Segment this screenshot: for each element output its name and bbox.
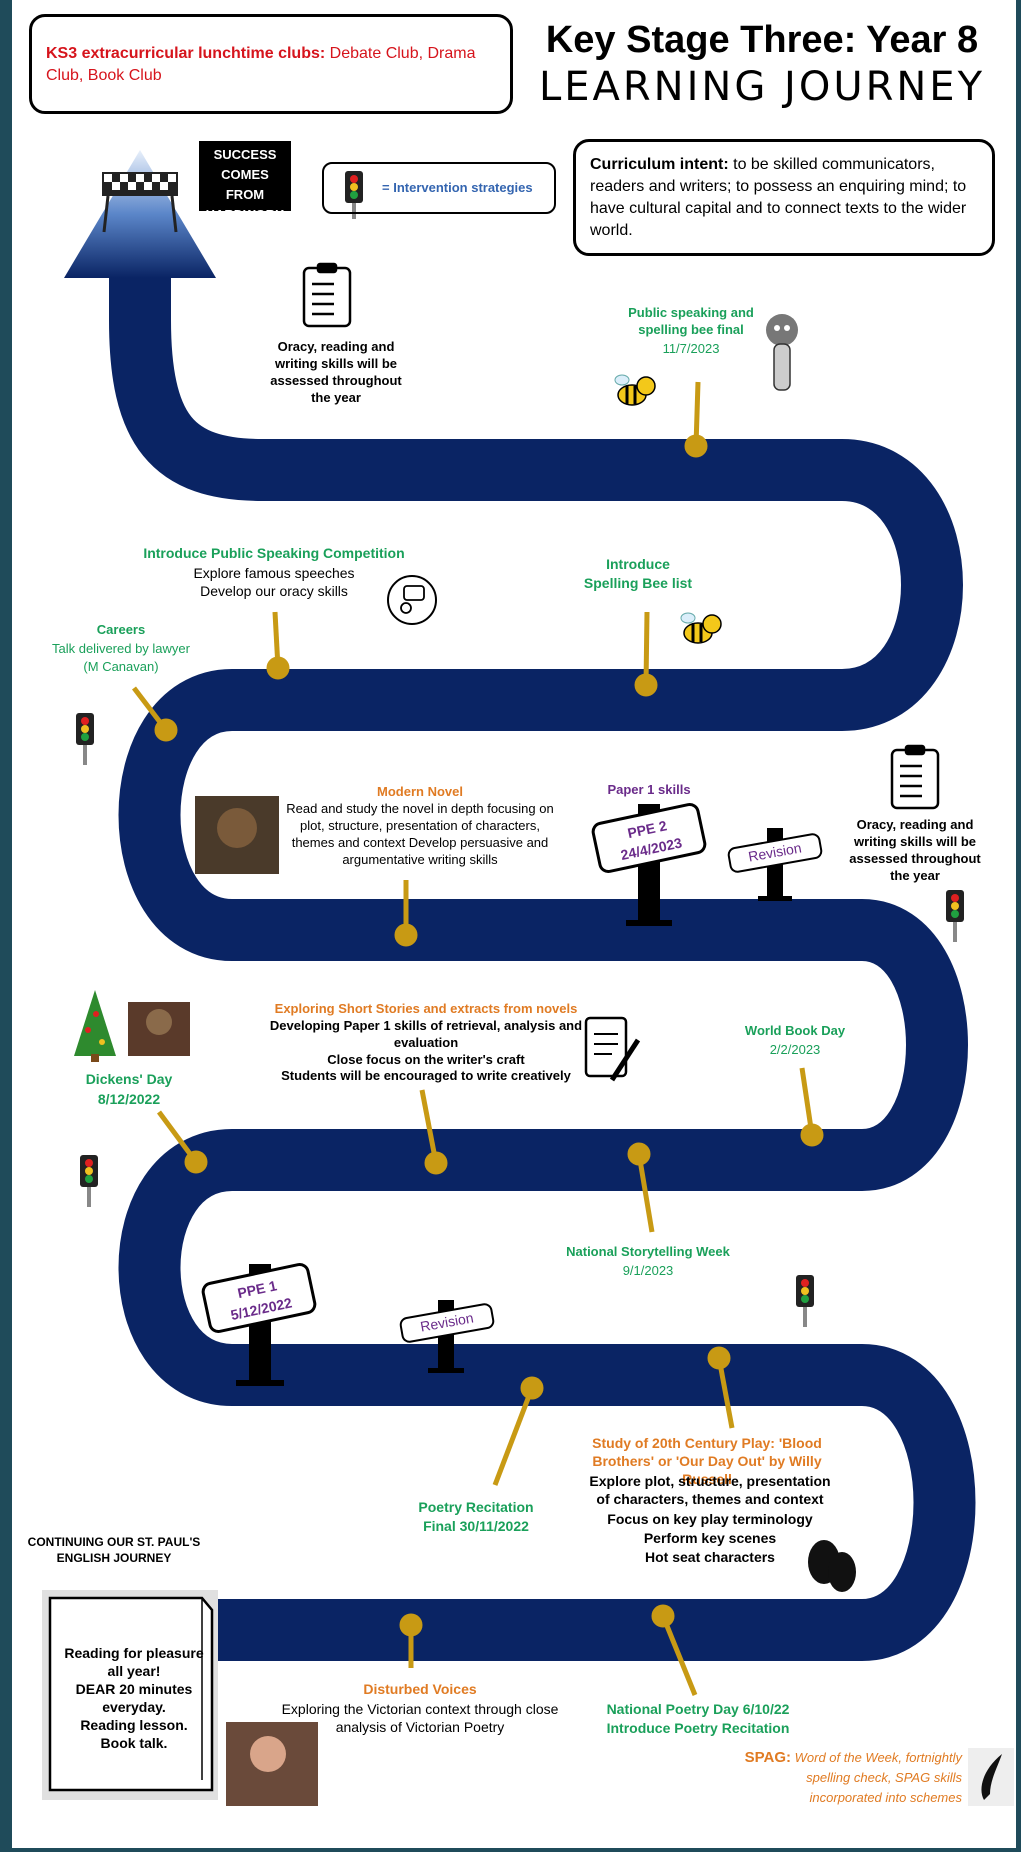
intent-text: to be skilled communicators, readers and… [590,156,967,239]
intent-label: Curriculum intent: [590,156,729,173]
disturbed-voices-text: Exploring the Victorian context through … [281,1701,559,1735]
short-stories-line1: Developing Paper 1 skills of retrieval, … [269,1018,583,1050]
short-stories-title: Exploring Short Stories and extracts fro… [274,1001,578,1016]
page-header: Key Stage Three: Year 8 LEARNING JOURNEY [532,18,992,112]
clubs-box: KS3 extracurricular lunchtime clubs: Deb… [29,14,513,114]
clubs-text: Debate Club, Drama Club, Book Club [46,45,476,84]
disturbed-voices-title: Disturbed Voices [363,1681,477,1697]
public-speaking-line1: Explore famous speeches [193,565,355,581]
careers-line1: Talk delivered by lawyer [51,641,190,656]
spelling-intro-title2: Spelling Bee list [583,575,693,591]
spelling-bee-final-date: 11/7/2023 [662,341,720,356]
play-title: Study of 20th Century Play: 'Blood Broth… [592,1435,822,1487]
play-line3: Perform key scenes [643,1530,777,1546]
journey-road [42,150,1014,1806]
careers-title: Careers [96,622,146,637]
clubs-label: KS3 extracurricular lunchtime clubs: [46,45,326,62]
storytelling-week-date: 9/1/2023 [622,1263,674,1278]
paper1-skills: Paper 1 skills [607,782,691,797]
poetry-day-line2: Introduce Poetry Recitation [606,1720,790,1736]
play-line2: Focus on key play terminology [607,1511,813,1527]
summit-sign: SUCCESS COMES FROM HARDWORK [199,141,291,222]
book-line2: DEAR 20 minutes everyday. [75,1681,193,1715]
summit-sign-line: FROM [225,187,265,202]
intent-box: Curriculum intent: to be skilled communi… [573,139,995,256]
poetry-recitation-date: Final 30/11/2022 [423,1518,529,1534]
spelling-intro-title: Introduce [606,556,670,572]
poetry-recitation-title: Poetry Recitation [418,1499,534,1515]
spelling-bee-final-title: Public speaking and spelling bee final [628,305,754,337]
public-speaking-line2: Develop our oracy skills [200,583,348,599]
continuing-journey: CONTINUING OUR ST. PAUL'S ENGLISH JOURNE… [27,1535,201,1565]
learning-journey-page: KS3 extracurricular lunchtime clubs: Deb… [12,0,1016,1848]
play-line4: Hot seat characters [645,1549,775,1565]
dickens-day-title: Dickens' Day [85,1071,173,1087]
legend-box: = Intervention strategies [322,162,556,214]
spag-label: SPAG: [744,1749,791,1766]
summit-sign-line: SUCCESS COMES [213,147,277,182]
poetry-day-title: National Poetry Day 6/10/22 [606,1701,790,1717]
page-subtitle: LEARNING JOURNEY [538,64,986,110]
book-reading: Reading for pleasure all year! DEAR 20 m… [60,1644,208,1752]
modern-novel-title: Modern Novel [377,784,463,799]
world-book-day-title: World Book Day [744,1023,846,1038]
intervention-legend: = Intervention strategies [382,180,533,195]
public-speaking-title: Introduce Public Speaking Competition [143,545,405,561]
summit-sign-line: HARDWORK [205,207,285,222]
modern-novel-text: Read and study the novel in depth focusi… [286,801,554,867]
book-line3: Reading lesson. [80,1717,188,1733]
storytelling-week-title: National Storytelling Week [566,1244,730,1259]
careers-line2: (M Canavan) [83,659,159,674]
short-stories-line3: Students will be encouraged to write cre… [281,1068,571,1083]
dickens-day-date: 8/12/2022 [97,1091,161,1107]
play-line1: Explore plot, structure, presentation of… [589,1473,831,1507]
short-stories-line2: Close focus on the writer's craft [327,1052,525,1067]
spag-text: Word of the Week, fortnightly spelling c… [791,1750,962,1805]
world-book-day-date: 2/2/2023 [769,1042,821,1057]
book-line1: Reading for pleasure all year! [64,1645,204,1679]
book-line4: Book talk. [100,1735,168,1751]
oracy-note-top: Oracy, reading and writing skills will b… [270,339,402,405]
spag-note: SPAG: Word of the Week, fortnightly spel… [732,1748,962,1808]
page-title: Key Stage Three: Year 8 [545,19,979,61]
oracy-note-right: Oracy, reading and writing skills will b… [849,817,981,883]
